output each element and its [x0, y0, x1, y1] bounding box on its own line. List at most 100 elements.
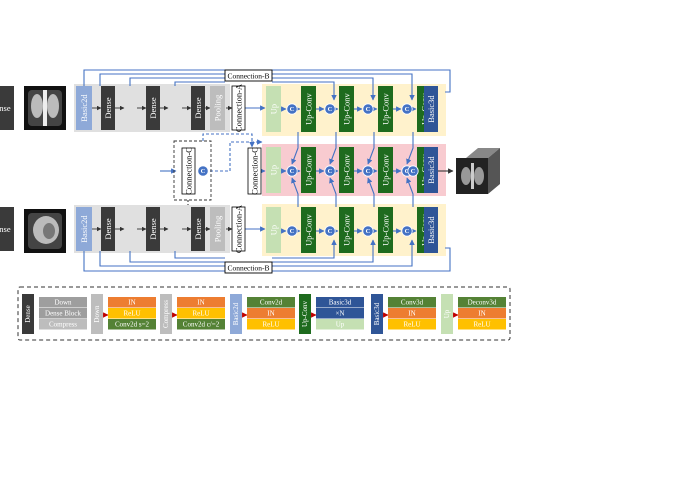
encoder-bottom-basic2d: Basic2d — [76, 207, 92, 251]
encoder-bottom-pooling: Pooling — [210, 207, 225, 251]
svg-text:IN: IN — [267, 310, 274, 318]
skip-bot-1 — [99, 251, 225, 267]
svg-text:Conv3d: Conv3d — [401, 299, 424, 307]
svg-text:Basic2d: Basic2d — [79, 94, 89, 122]
svg-text:Connection-C: Connection-C — [184, 147, 194, 195]
svg-text:ReLU: ReLU — [262, 321, 279, 329]
svg-text:Dense: Dense — [0, 103, 11, 113]
encoder-top-basic2d: Basic2d — [76, 86, 92, 130]
decoder-top-basic3d: Basic3d — [424, 86, 438, 132]
svg-text:C: C — [201, 168, 206, 175]
svg-text:IN: IN — [128, 299, 135, 307]
svg-text:Basic3d: Basic3d — [373, 302, 381, 325]
svg-text:Up-Conv: Up-Conv — [381, 213, 391, 245]
decoder-middle-up: Up — [266, 147, 281, 193]
legend-dense-tag: Dense — [22, 294, 34, 334]
svg-text:C: C — [328, 168, 333, 175]
svg-text:Connection-C: Connection-C — [250, 147, 260, 195]
connection-lines — [83, 69, 454, 272]
skip-bot-3 — [174, 251, 225, 259]
vfeed-top-3 — [406, 132, 414, 165]
concat-node: C — [401, 103, 413, 115]
vfeed-bot-2 — [367, 177, 375, 207]
svg-text:IN: IN — [478, 310, 485, 318]
encoder-bottom-dense-4: Dense — [0, 207, 14, 251]
concat-node: C — [286, 103, 298, 115]
decoder-bottom-upconv-2: Up-Conv — [339, 207, 354, 253]
ct-volume-output — [456, 148, 500, 194]
svg-text:Dense: Dense — [193, 97, 203, 118]
svg-text:Up-Conv: Up-Conv — [304, 92, 314, 124]
encoder-top-dense-3: Dense — [191, 86, 205, 130]
decoder-middle-upconv-3: Up-Conv — [378, 147, 393, 193]
legend-upconv-rows: Basic3d×NUp — [316, 297, 364, 330]
svg-text:C: C — [328, 106, 333, 113]
legend-basic2d-tag: Basic2d — [230, 294, 242, 334]
skip-top-3 — [174, 81, 225, 86]
decoder-bottom-basic3d: Basic3d — [424, 207, 438, 253]
svg-text:C: C — [328, 228, 333, 235]
legend-compress-tag: Compress — [160, 294, 172, 334]
svg-text:Up-Conv: Up-Conv — [381, 153, 391, 185]
concat-node: C — [362, 225, 374, 237]
svg-text:C: C — [411, 168, 416, 175]
vfeed-bot-3 — [406, 177, 414, 207]
connection-c-middle: Connection-C — [247, 147, 262, 195]
svg-text:IN: IN — [408, 310, 415, 318]
svg-text:ReLU: ReLU — [192, 310, 209, 318]
decoder-middle-upconv-2: Up-Conv — [339, 147, 354, 193]
skip-top-2 — [129, 77, 225, 86]
concat-node: C — [362, 165, 374, 177]
skip-bot-out-2 — [272, 239, 376, 263]
svg-text:Conv2d: Conv2d — [260, 299, 283, 307]
legend-down-tag: Down — [91, 294, 103, 334]
svg-text:Dense: Dense — [148, 97, 158, 118]
svg-text:C: C — [290, 228, 295, 235]
skip-top-out-4 — [83, 69, 451, 93]
xray-lateral-image — [24, 209, 66, 253]
svg-text:C: C — [405, 168, 410, 175]
svg-text:Dense Block: Dense Block — [45, 310, 81, 318]
decoder-middle-upconv-1: Up-Conv — [301, 147, 316, 193]
skip-bot-2 — [129, 251, 225, 263]
svg-text:Connection-A: Connection-A — [234, 204, 244, 253]
legend-compress-rows: IN ReLU Conv2d c/=2 — [177, 297, 225, 330]
svg-text:Up-Conv: Up-Conv — [301, 300, 309, 327]
skip-bot-out-1 — [272, 239, 415, 267]
svg-text:Down: Down — [54, 299, 72, 307]
svg-text:Conv2d s=2: Conv2d s=2 — [115, 321, 150, 329]
skip-top-out-1 — [272, 73, 415, 101]
svg-text:Basic2d: Basic2d — [232, 302, 240, 325]
svg-text:Dense: Dense — [0, 224, 11, 234]
concat-node: C — [286, 225, 298, 237]
svg-text:Compress: Compress — [162, 300, 170, 328]
svg-text:Basic2d: Basic2d — [79, 215, 89, 243]
legend-basic3d-tag: Basic3d — [371, 294, 383, 334]
svg-text:Deconv3d: Deconv3d — [468, 299, 497, 307]
decoder-top-upconv-1: Up-Conv — [301, 86, 316, 132]
svg-text:Conv2d c/=2: Conv2d c/=2 — [183, 321, 220, 329]
svg-text:Up-Conv: Up-Conv — [342, 153, 352, 185]
svg-text:ReLU: ReLU — [403, 321, 420, 329]
vfeed-bot-1 — [329, 177, 337, 207]
svg-text:Pooling: Pooling — [213, 215, 223, 242]
svg-text:IN: IN — [197, 299, 204, 307]
svg-text:Up: Up — [443, 309, 451, 318]
svg-text:Basic3d: Basic3d — [329, 299, 352, 307]
vfeed-top-1 — [329, 132, 337, 165]
decoder-top-up: Up — [266, 86, 281, 132]
svg-text:C: C — [366, 228, 371, 235]
decoder-bottom-upconv-3: Up-Conv — [378, 207, 393, 253]
svg-text:Connection-B: Connection-B — [227, 264, 269, 273]
svg-text:Connection-B: Connection-B — [227, 72, 269, 81]
concat-node: C — [401, 225, 413, 237]
decoder-top-upconv-3: Up-Conv — [378, 86, 393, 132]
encoder-top-dense-1: Dense — [101, 86, 115, 130]
xray-frontal-image — [24, 86, 66, 130]
connection-b-bottom: Connection-B — [224, 261, 273, 274]
legend-up-tag: Up — [441, 294, 453, 334]
legend-frame — [17, 286, 511, 341]
